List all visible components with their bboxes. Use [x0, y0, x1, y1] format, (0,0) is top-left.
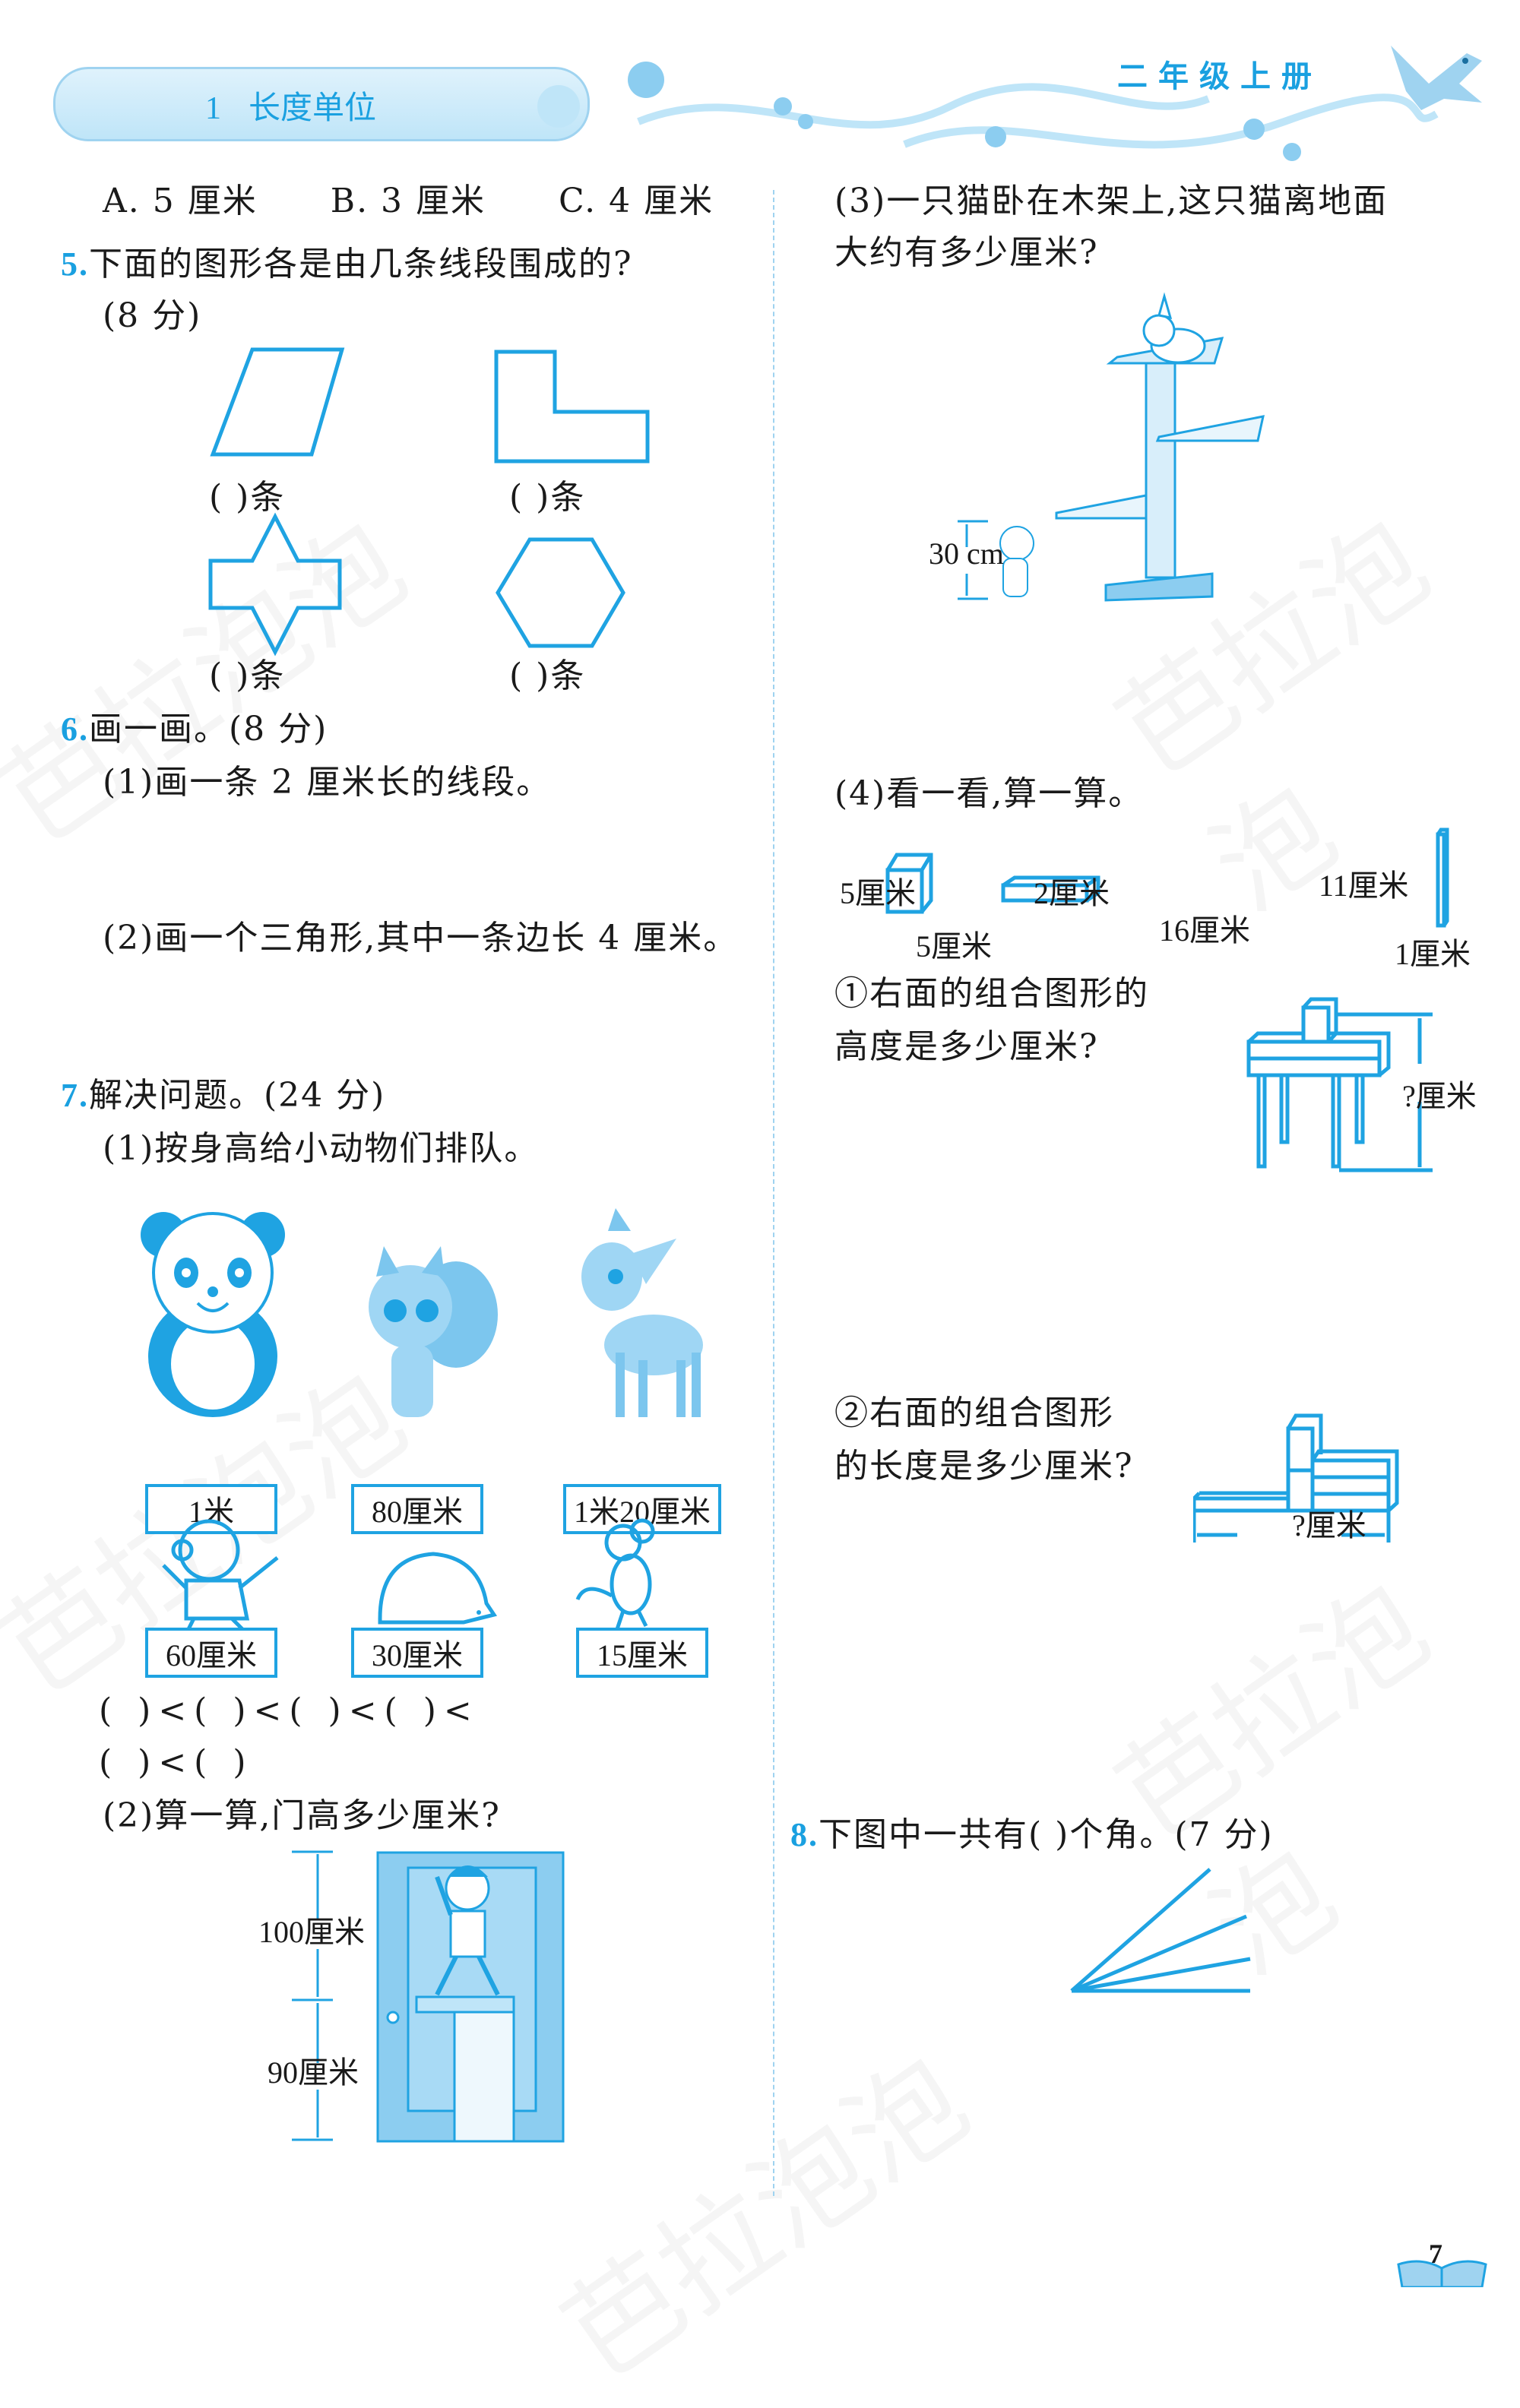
length-unknown-label: ?厘米: [1292, 1508, 1366, 1543]
question-number: 5.: [61, 245, 89, 283]
q6-part1-answer-area[interactable]: [103, 813, 756, 897]
hedgehog-icon: [378, 1552, 498, 1625]
mouse-icon: [575, 1518, 655, 1634]
q7-part2: (2)算一算,门高多少厘米?: [103, 1796, 501, 1835]
animal-height-label: 15厘米: [576, 1628, 708, 1678]
height-unknown-label: ?厘米: [1402, 1079, 1477, 1113]
stacked-table-diagram: [1246, 997, 1433, 1172]
q7-part1: (1)按身高给小动物们排队。: [103, 1129, 540, 1168]
thin-stick-icon: [1436, 827, 1449, 928]
q4-options: A. 5 厘米 B. 3 厘米 C. 4 厘米: [103, 179, 714, 224]
l-shape: [494, 350, 650, 464]
panda-icon: [141, 1212, 285, 1417]
question-number: 6.: [61, 710, 89, 748]
question-number: 7.: [61, 1077, 89, 1114]
shape-answer-blank[interactable]: ( )条: [209, 478, 286, 517]
question-score: (8 分): [103, 296, 202, 335]
cube-icon: [885, 853, 933, 914]
boy-icon: [435, 1865, 500, 1996]
long-board-icon: [1001, 875, 1100, 903]
cat-height-label: 30 cm: [929, 536, 1004, 571]
question-text: 下图中一共有( )个角。(7 分): [819, 1815, 1274, 1854]
unit-title: 1 长度单位: [205, 82, 376, 128]
unit-number: 1: [205, 91, 221, 126]
question-text: 下面的图形各是由几条线段围成的?: [89, 245, 633, 283]
sub2-line1: ②右面的组合图形: [834, 1394, 1114, 1432]
option-a: A. 5 厘米: [103, 182, 258, 220]
q7-part3-line2: 大约有多少厘米?: [834, 233, 1099, 272]
q6-part1: (1)画一条 2 厘米长的线段。: [103, 763, 552, 802]
standing-cat-icon: [999, 526, 1034, 597]
animal-height-label: 30厘米: [351, 1628, 483, 1678]
sub2-answer-area[interactable]: [834, 1565, 1503, 1793]
animal-height-label: 1米20厘米: [563, 1484, 721, 1534]
page-number: 7: [1429, 2239, 1442, 2269]
q6-part2-answer-area[interactable]: [103, 969, 756, 1068]
shape-answer-blank[interactable]: ( )条: [509, 657, 586, 695]
question-number: 8.: [790, 1816, 819, 1853]
grade-label: 二年级上册: [1117, 59, 1322, 94]
board-side-label: 2厘米: [1034, 876, 1110, 910]
wave-decoration-icon: [537, 62, 1439, 161]
q7-part4-title: (4)看一看,算一算。: [834, 774, 1144, 813]
order-answer-line2[interactable]: ( )<( ): [99, 1743, 254, 1782]
monkey-icon: [162, 1519, 279, 1635]
combined-blocks-icon: [1193, 1413, 1399, 1543]
open-book-icon: [1397, 2260, 1487, 2287]
cube-bottom-label: 5厘米: [916, 929, 992, 964]
q5-shapes: [208, 347, 650, 657]
sleeping-cat-icon: [1142, 292, 1206, 364]
cat-tree-diagram: [958, 292, 1265, 602]
dimension-lines: [292, 1850, 333, 2141]
angle-count-blank[interactable]: [1034, 1816, 1186, 1862]
animals-row1: [141, 1208, 703, 1417]
q7-part3-line1: (3)一只猫卧在木架上,这只猫离地面: [834, 182, 1389, 220]
dimension-lines: [958, 520, 988, 600]
animal-height-label: 80厘米: [351, 1484, 483, 1534]
squirrel-icon: [369, 1246, 498, 1417]
shape-answer-blank[interactable]: ( )条: [209, 657, 286, 695]
blocks-diagram: [885, 827, 1449, 928]
angles-diagram: [1070, 1868, 1251, 1993]
door-upper-dimension: 100厘米: [258, 1915, 365, 1949]
question-text: 解决问题。(24 分): [89, 1076, 386, 1115]
hexagon-shape: [496, 537, 625, 648]
sub1-line1: ①右面的组合图形的: [834, 974, 1149, 1013]
stick-side-label: 11厘米: [1319, 869, 1409, 903]
angle-rays-icon: [1070, 1868, 1251, 1993]
unit-name: 长度单位: [249, 89, 377, 126]
board-bottom-label: 16厘米: [1159, 913, 1250, 948]
combined-length-diagram: [1193, 1413, 1399, 1543]
question-text: 画一画。(8 分): [89, 710, 328, 748]
cross-star-shape: [208, 512, 342, 657]
shape-answer-blank[interactable]: ( )条: [509, 478, 586, 517]
q7-title: 7.解决问题。(24 分): [61, 1073, 385, 1119]
cube-side-label: 5厘米: [840, 876, 916, 910]
animal-height-label: 1米: [145, 1484, 277, 1534]
animals-row2: [162, 1518, 655, 1635]
q6-part2: (2)画一个三角形,其中一条边长 4 厘米。: [103, 919, 739, 957]
sub1-answer-area[interactable]: [834, 1193, 1503, 1360]
q8-title: 8.下图中一共有( )个角。(7 分): [790, 1812, 1274, 1858]
table-figure-icon: [1246, 997, 1433, 1172]
parallelogram-shape: [210, 347, 345, 457]
order-answer-line1[interactable]: ( )<( )<( )<( )<: [99, 1691, 480, 1730]
q6-title: 6.画一画。(8 分): [61, 707, 328, 752]
bird-icon: [1391, 46, 1482, 110]
sub1-line2: 高度是多少厘米?: [834, 1027, 1099, 1066]
sub2-line2: 的长度是多少厘米?: [834, 1447, 1134, 1486]
q5-title: 5.下面的图形各是由几条线段围成的?: [61, 242, 633, 287]
animal-height-label: 60厘米: [145, 1628, 277, 1678]
unit-banner: [53, 67, 590, 141]
option-c: C. 4 厘米: [559, 182, 714, 220]
door-diagram: [292, 1850, 565, 2143]
door-lower-dimension: 90厘米: [268, 2055, 359, 2090]
option-b: B. 3 厘米: [330, 182, 486, 220]
deer-icon: [581, 1208, 703, 1417]
stick-bottom-label: 1厘米: [1395, 937, 1471, 971]
cat-tree-icon: [1055, 337, 1265, 602]
q7-part3-answer-area[interactable]: [834, 623, 1503, 760]
column-divider: [773, 190, 774, 2196]
